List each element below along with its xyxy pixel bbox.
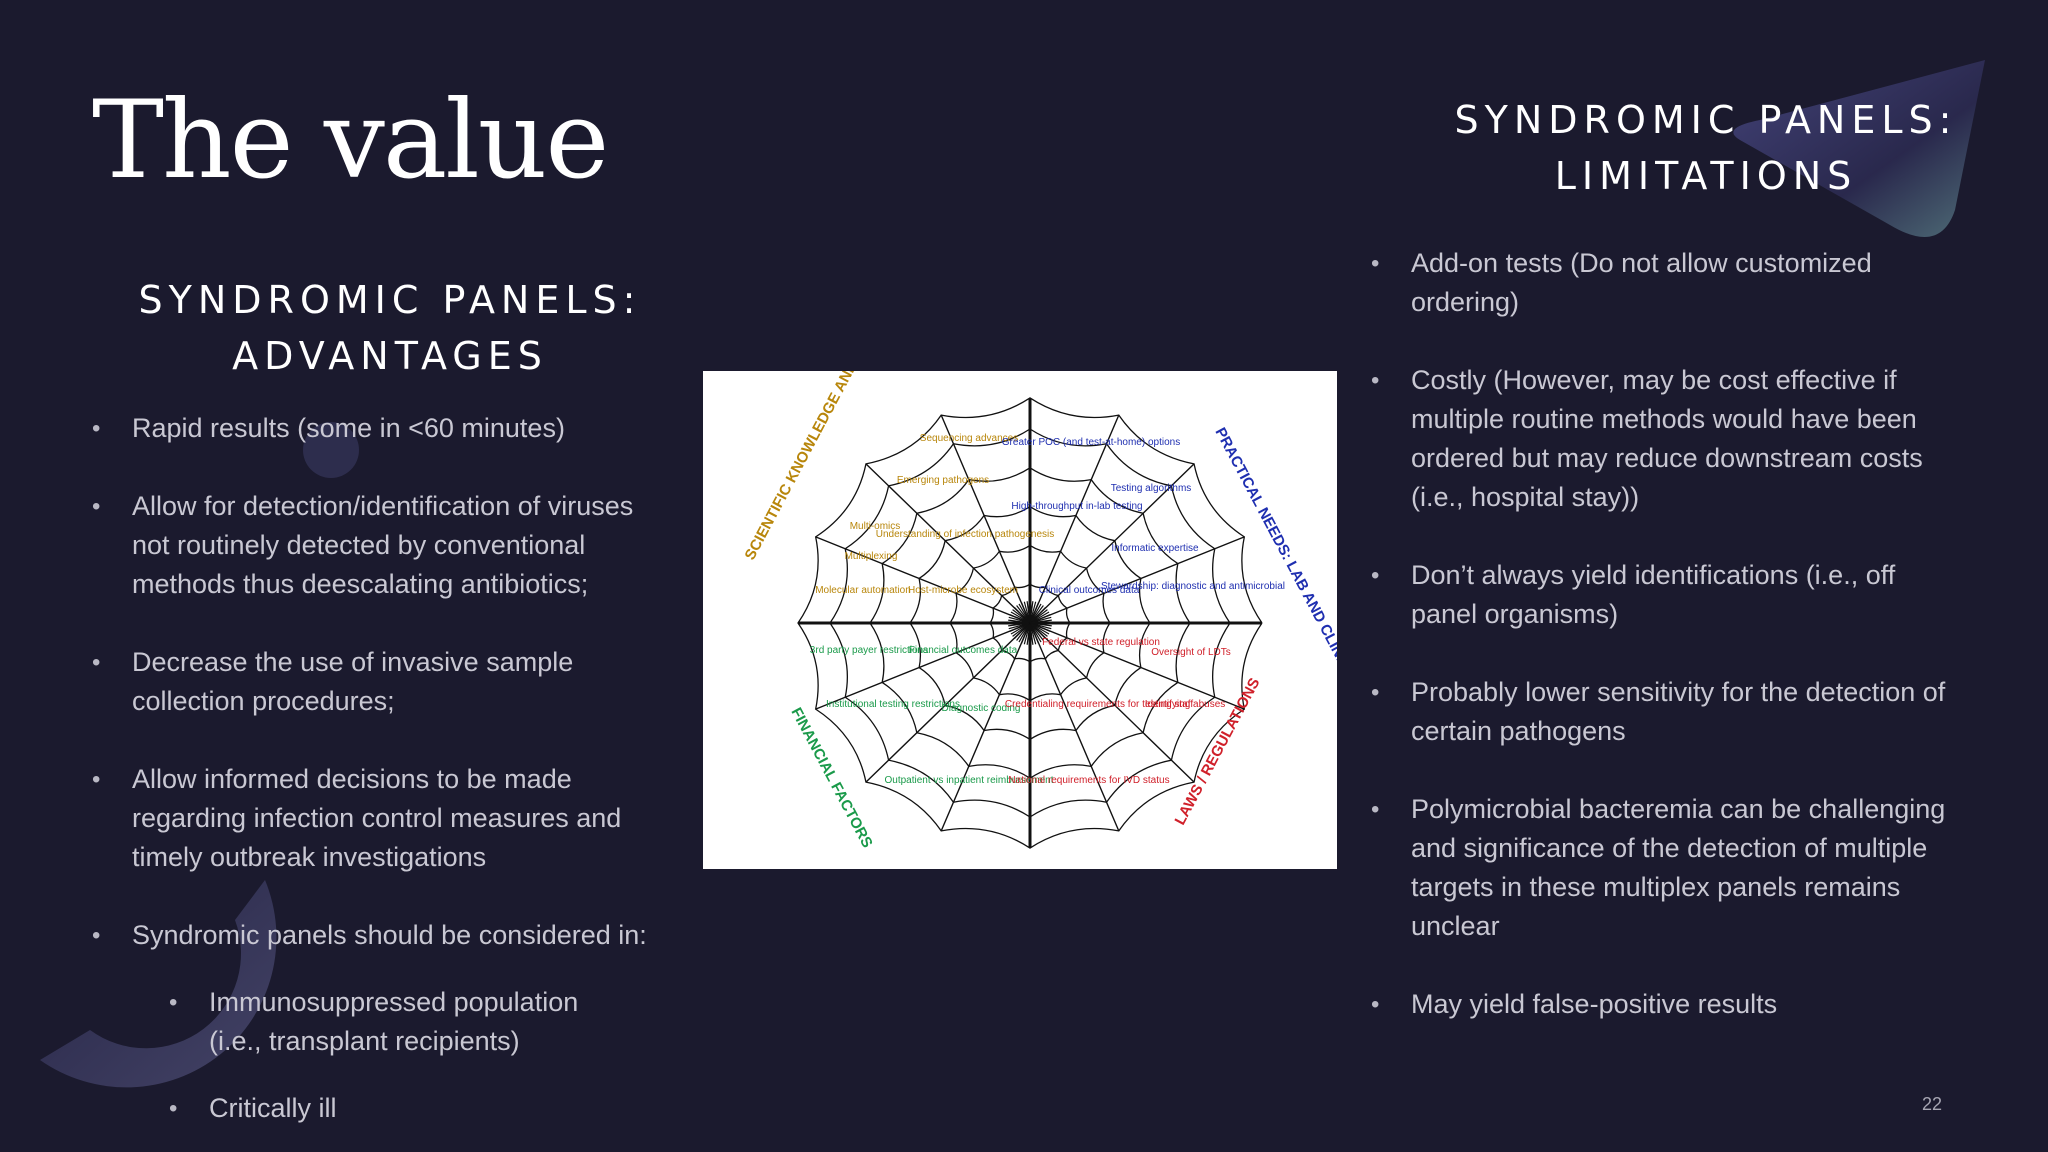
advantage-item: Rapid results (some in <60 minutes) — [92, 409, 672, 448]
label-clinical-outcomes: Clinical outcomes data — [1039, 585, 1140, 596]
advantage-item: Allow for detection/identification of vi… — [92, 487, 672, 604]
label-institutional: Institutional testing restrictions — [826, 699, 960, 710]
advantages-heading-line2: ADVANTAGES — [232, 334, 548, 378]
web-ring — [909, 505, 1151, 741]
limitation-item: Polymicrobial bacteremia can be challeng… — [1371, 790, 1951, 946]
web-spoke — [815, 622, 1031, 710]
label-multiplexing: Multiplexing — [845, 551, 898, 562]
web-spoke — [1029, 622, 1245, 710]
web-ring — [989, 583, 1071, 663]
label-national: National requirements for IVD status — [1008, 775, 1169, 786]
web-spoke — [1029, 414, 1120, 624]
spider-web-figure: SCIENTIFIC KNOWLEDGE AND TECHNOLOGY PRAC… — [703, 371, 1337, 869]
limitation-item: Costly (However, may be cost effective i… — [1371, 361, 1951, 517]
label-informatic: Informatic expertise — [1111, 543, 1199, 554]
web-spoke — [865, 622, 1031, 783]
web-spoke — [1029, 536, 1245, 624]
web-ring — [949, 544, 1111, 702]
label-high-throughput: High-throughput in-lab testing — [1011, 501, 1142, 512]
advantages-heading-line1: SYNDROMIC PANELS: — [138, 278, 642, 322]
web-ring — [829, 428, 1231, 818]
label-testing-algorithms: Testing algorithms — [1111, 483, 1192, 494]
web-spoke — [1029, 622, 1195, 783]
web-spoke — [1029, 463, 1195, 624]
advantage-sub-item: Immunosuppressed population (i.e., trans… — [169, 983, 609, 1061]
advantage-item: Syndromic panels should be considered in… — [92, 916, 672, 955]
limitations-heading-line1: SYNDROMIC PANELS: — [1454, 98, 1958, 142]
page-number: 22 — [1922, 1094, 1943, 1114]
advantages-list: Rapid results (some in <60 minutes) Allo… — [92, 409, 672, 1128]
label-credentialing: Credentialing requirements for testing s… — [1005, 699, 1193, 710]
web-hub-strand — [1029, 619, 1052, 624]
label-molecular: Molecular automation — [815, 585, 911, 596]
web-lines — [797, 397, 1263, 849]
label-understanding: Understanding of infection pathogenesis — [876, 529, 1054, 540]
spider-web-diagram: SCIENTIFIC KNOWLEDGE AND TECHNOLOGY PRAC… — [742, 371, 1337, 851]
label-oversight: Oversight of LDTs — [1151, 647, 1230, 658]
web-spoke — [865, 463, 1031, 624]
label-stewardship: Stewardship: diagnostic and antimicrobia… — [1101, 581, 1285, 592]
label-multiomics: Multi-omics — [850, 521, 901, 532]
label-third-party: 3rd party payer restrictions — [810, 645, 928, 656]
advantages-heading: SYNDROMIC PANELS: ADVANTAGES — [110, 272, 670, 384]
slide-title: The value — [92, 78, 609, 203]
limitation-item: Probably lower sensitivity for the detec… — [1371, 673, 1951, 751]
web-ring — [869, 467, 1191, 779]
limitations-heading: SYNDROMIC PANELS: LIMITATIONS — [1426, 92, 1986, 204]
limitation-item: May yield false-positive results — [1371, 985, 1951, 1024]
label-identifying: Identifying abuses — [1145, 699, 1226, 710]
label-emerging: Emerging pathogens — [897, 475, 989, 486]
label-outpatient: Outpatient vs inpatient reimbursement — [885, 775, 1054, 786]
limitations-list: Add-on tests (Do not allow customized or… — [1371, 244, 1951, 1024]
label-financial-outcomes: Financial outcomes data — [909, 645, 1018, 656]
advantage-item: Allow informed decisions to be made rega… — [92, 760, 672, 877]
limitation-item: Add-on tests (Do not allow customized or… — [1371, 244, 1951, 322]
label-sequencing: Sequencing advances — [920, 433, 1018, 444]
advantage-item: Decrease the use of invasive sample coll… — [92, 643, 672, 721]
web-spoke — [1029, 622, 1120, 832]
web-spoke — [815, 536, 1031, 624]
quadrant-label-financial: FINANCIAL FACTORS — [787, 705, 875, 851]
advantage-sub-item: Critically ill — [169, 1089, 672, 1128]
web-spoke — [940, 622, 1031, 832]
limitations-heading-line2: LIMITATIONS — [1554, 154, 1858, 198]
label-diagnostic-coding: Diagnostic coding — [942, 703, 1021, 714]
limitation-item: Don’t always yield identifications (i.e.… — [1371, 556, 1951, 634]
label-federal: Federal vs state regulation — [1042, 637, 1160, 648]
label-poc: Greater POC (and test-at-home) options — [1002, 437, 1180, 448]
web-ring — [797, 397, 1263, 849]
web-spoke — [940, 414, 1031, 624]
label-host-microbe: Host-microbe ecosystem — [908, 585, 1018, 596]
